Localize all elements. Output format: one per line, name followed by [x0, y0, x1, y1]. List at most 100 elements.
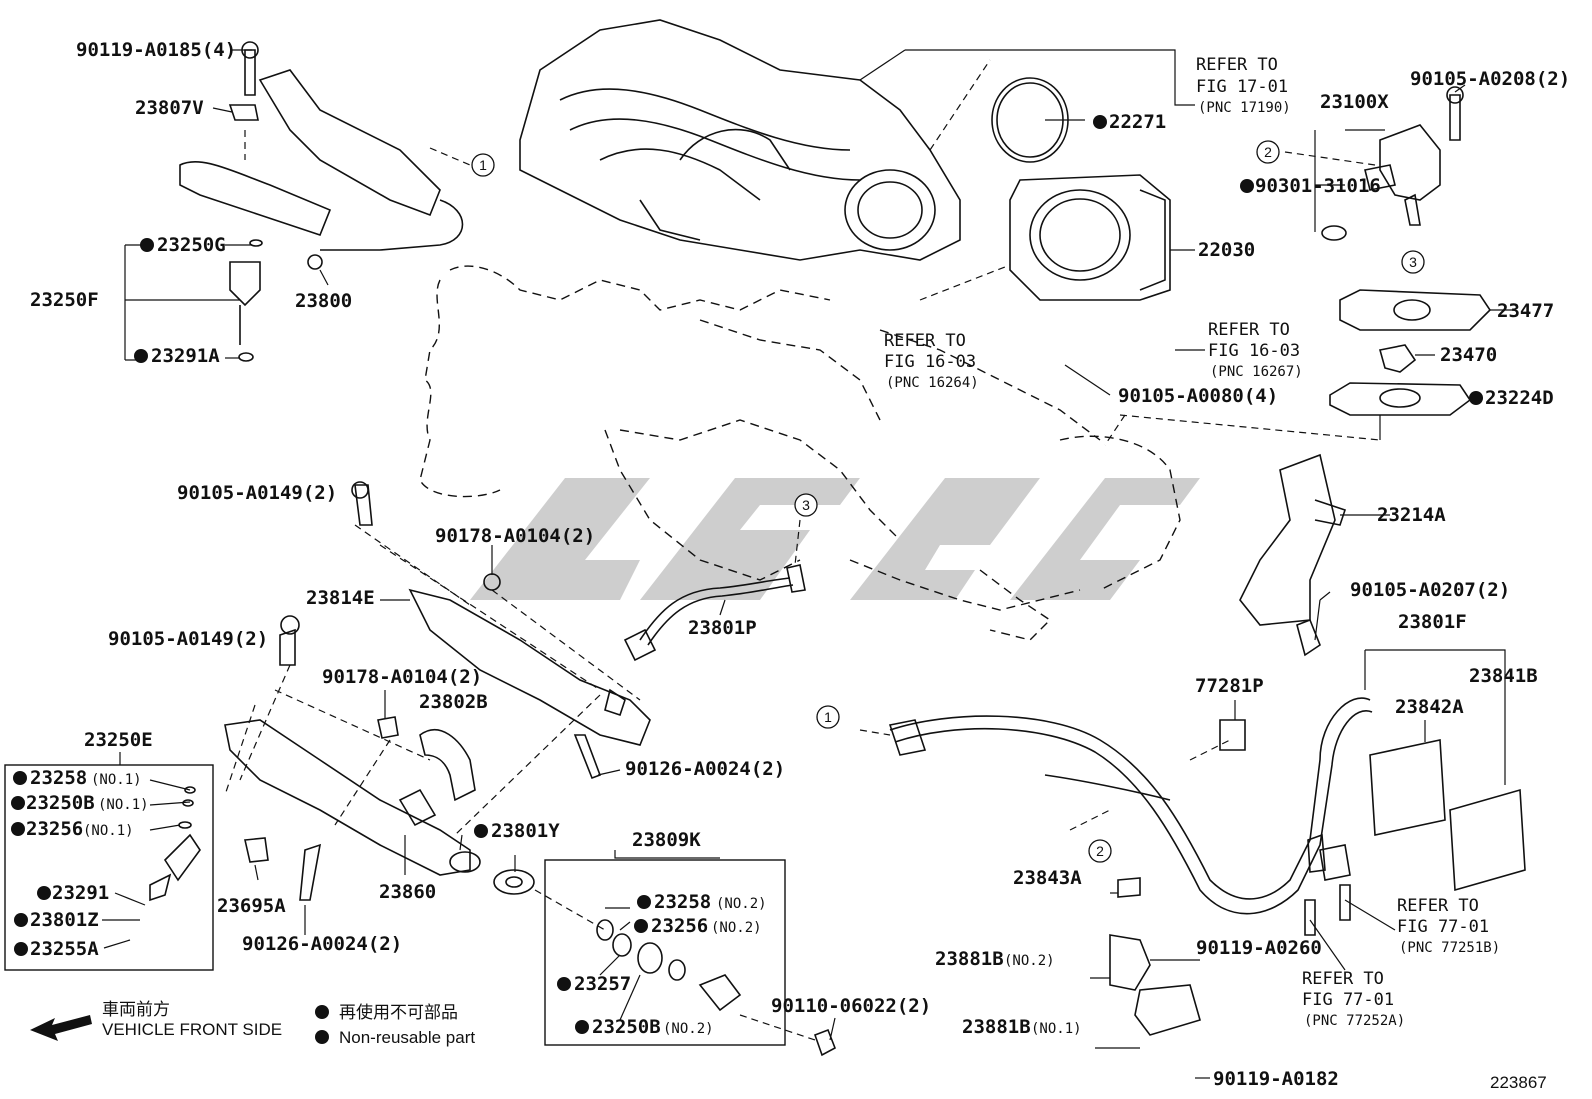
svg-text:(PNC 16267): (PNC 16267) — [1210, 364, 1303, 380]
label-23860: 23860 — [379, 881, 436, 903]
label-23224D: 23224D — [1485, 387, 1554, 409]
label-23258-no1-qualifier: (NO.1) — [91, 772, 142, 788]
svg-text:REFER TO: REFER TO — [1397, 896, 1479, 916]
svg-text:2: 2 — [1264, 144, 1272, 160]
label-23291: 23291 — [52, 882, 109, 904]
fuel-rail-23814E — [351, 481, 651, 746]
label-90119-A0182: 90119-A0182 — [1213, 1068, 1339, 1090]
label-23807V: 23807V — [135, 97, 204, 119]
label-22030: 22030 — [1198, 239, 1255, 261]
label-23258-no2-qualifier: (NO.2) — [716, 896, 767, 912]
label-23256-no2: 23256 — [651, 915, 708, 937]
bolt-90110-06022 — [813, 1028, 837, 1057]
svg-text:(PNC 16264): (PNC 16264) — [886, 375, 979, 391]
legend-front-en: VEHICLE FRONT SIDE — [102, 1020, 282, 1039]
refer-note-16-03-b: REFER TO FIG 16-03 (PNC 16267) — [1208, 320, 1303, 380]
kit-box-23809K — [544, 859, 786, 1046]
label-90126-A0024-left: 90126-A0024(2) — [242, 933, 402, 955]
label-23477: 23477 — [1497, 300, 1554, 322]
svg-text:FIG 17-01: FIG 17-01 — [1196, 77, 1288, 97]
label-23843A: 23843A — [1013, 867, 1082, 889]
studs-and-clips — [244, 734, 602, 901]
pipe-23801P — [623, 564, 806, 662]
label-23258-no1: 23258 — [30, 767, 87, 789]
svg-text:REFER TO: REFER TO — [1196, 55, 1278, 75]
label-23842A: 23842A — [1395, 696, 1464, 718]
fuel-pump-23100X — [1321, 86, 1464, 241]
label-23255A: 23255A — [30, 938, 99, 960]
refer-note-77-01-b: REFER TO FIG 77-01 (PNC 77252A) — [1302, 969, 1405, 1029]
callout-3-top: 3 — [1401, 250, 1425, 274]
label-23814E: 23814E — [306, 587, 375, 609]
svg-text:3: 3 — [802, 497, 810, 513]
label-23250B-no2-qualifier: (NO.2) — [663, 1021, 714, 1037]
svg-text:REFER TO: REFER TO — [1208, 320, 1290, 340]
label-23801Y: 23801Y — [491, 820, 560, 842]
label-23291A: 23291A — [151, 345, 220, 367]
kit-box-23250E — [4, 752, 214, 971]
callout-1-top: 1 — [471, 153, 495, 177]
label-23256-no1: 23256 — [26, 818, 83, 840]
svg-text:(PNC 77252A): (PNC 77252A) — [1304, 1013, 1405, 1029]
damper-23801Y — [493, 869, 535, 895]
label-23250F: 23250F — [30, 289, 99, 311]
label-23100X: 23100X — [1320, 91, 1389, 113]
label-23801P: 23801P — [688, 617, 757, 639]
label-77281P: 77281P — [1195, 675, 1264, 697]
label-23250B-no1-qualifier: (NO.1) — [98, 797, 149, 813]
label-23881B-no1: 23881B — [962, 1016, 1031, 1038]
non-reusable-markers — [11, 115, 1483, 1034]
label-90105-A0080: 90105-A0080(4) — [1118, 385, 1278, 407]
label-23809K: 23809K — [632, 829, 701, 851]
label-23250E: 23250E — [84, 729, 153, 751]
svg-text:FIG 16-03: FIG 16-03 — [1208, 341, 1300, 361]
front-arrow-icon — [30, 1015, 92, 1041]
svg-text:REFER TO: REFER TO — [884, 331, 966, 351]
svg-text:(PNC 17190): (PNC 17190) — [1198, 100, 1291, 116]
label-23250B-no1: 23250B — [26, 792, 95, 814]
leader-lines — [102, 49, 1515, 1079]
svg-text:REFER TO: REFER TO — [1302, 969, 1384, 989]
legend: 車両前方 VEHICLE FRONT SIDE 再使用不可部品 Non-reus… — [30, 1000, 475, 1047]
label-23881B-no2-qualifier: (NO.2) — [1004, 953, 1055, 969]
svg-text:FIG 77-01: FIG 77-01 — [1397, 917, 1489, 937]
throttle-body-22030 — [1009, 174, 1171, 301]
legend-front-jp: 車両前方 — [102, 1000, 170, 1019]
label-90178-A0104-mid: 90178-A0104(2) — [322, 666, 482, 688]
refer-note-16-03-a: REFER TO FIG 16-03 (PNC 16264) — [884, 331, 979, 391]
label-23470: 23470 — [1440, 344, 1497, 366]
label-90105-A0208: 90105-A0208(2) — [1410, 68, 1570, 90]
legend-nonreuse-jp: 再使用不可部品 — [339, 1002, 458, 1022]
label-23881B-no2: 23881B — [935, 948, 1004, 970]
watermark-logo — [470, 478, 1200, 600]
label-23258-no2: 23258 — [654, 891, 711, 913]
svg-text:1: 1 — [824, 709, 832, 725]
refer-note-17-01: REFER TO FIG 17-01 (PNC 17190) — [1196, 55, 1291, 116]
refer-note-77-01-a: REFER TO FIG 77-01 (PNC 77251B) — [1397, 896, 1500, 956]
callout-1-bottom: 1 — [816, 705, 840, 729]
label-90178-A0104-top: 90178-A0104(2) — [435, 525, 595, 547]
svg-text:(PNC 77251B): (PNC 77251B) — [1399, 940, 1500, 956]
label-23801F: 23801F — [1398, 611, 1467, 633]
callout-3-mid: 3 — [794, 493, 818, 517]
label-23257: 23257 — [574, 973, 631, 995]
svg-text:2: 2 — [1096, 843, 1104, 859]
part-labels: 90119-A0185(4) 23807V 23250G 23250F 2329… — [26, 39, 1570, 1090]
legend-nonreuse-en: Non-reusable part — [339, 1028, 475, 1047]
pump-lifter-parts — [1329, 289, 1492, 416]
label-90119-A0185: 90119-A0185(4) — [76, 39, 236, 61]
label-23802B: 23802B — [419, 691, 488, 713]
engine-ghost-outline — [419, 265, 1181, 641]
fuel-rail-23860 — [224, 615, 481, 876]
label-90119-A0260: 90119-A0260 — [1196, 937, 1322, 959]
callout-2-top: 2 — [1256, 140, 1280, 164]
label-90126-A0024-right: 90126-A0024(2) — [625, 758, 785, 780]
label-23250B-no2: 23250B — [592, 1016, 661, 1038]
intake-manifold — [519, 19, 961, 261]
svg-text:FIG 16-03: FIG 16-03 — [884, 352, 976, 372]
label-90301-31016: 90301-31016 — [1255, 175, 1381, 197]
label-23801Z: 23801Z — [30, 909, 99, 931]
svg-text:FIG 77-01: FIG 77-01 — [1302, 990, 1394, 1010]
fuel-hose-23801F — [888, 697, 1373, 915]
